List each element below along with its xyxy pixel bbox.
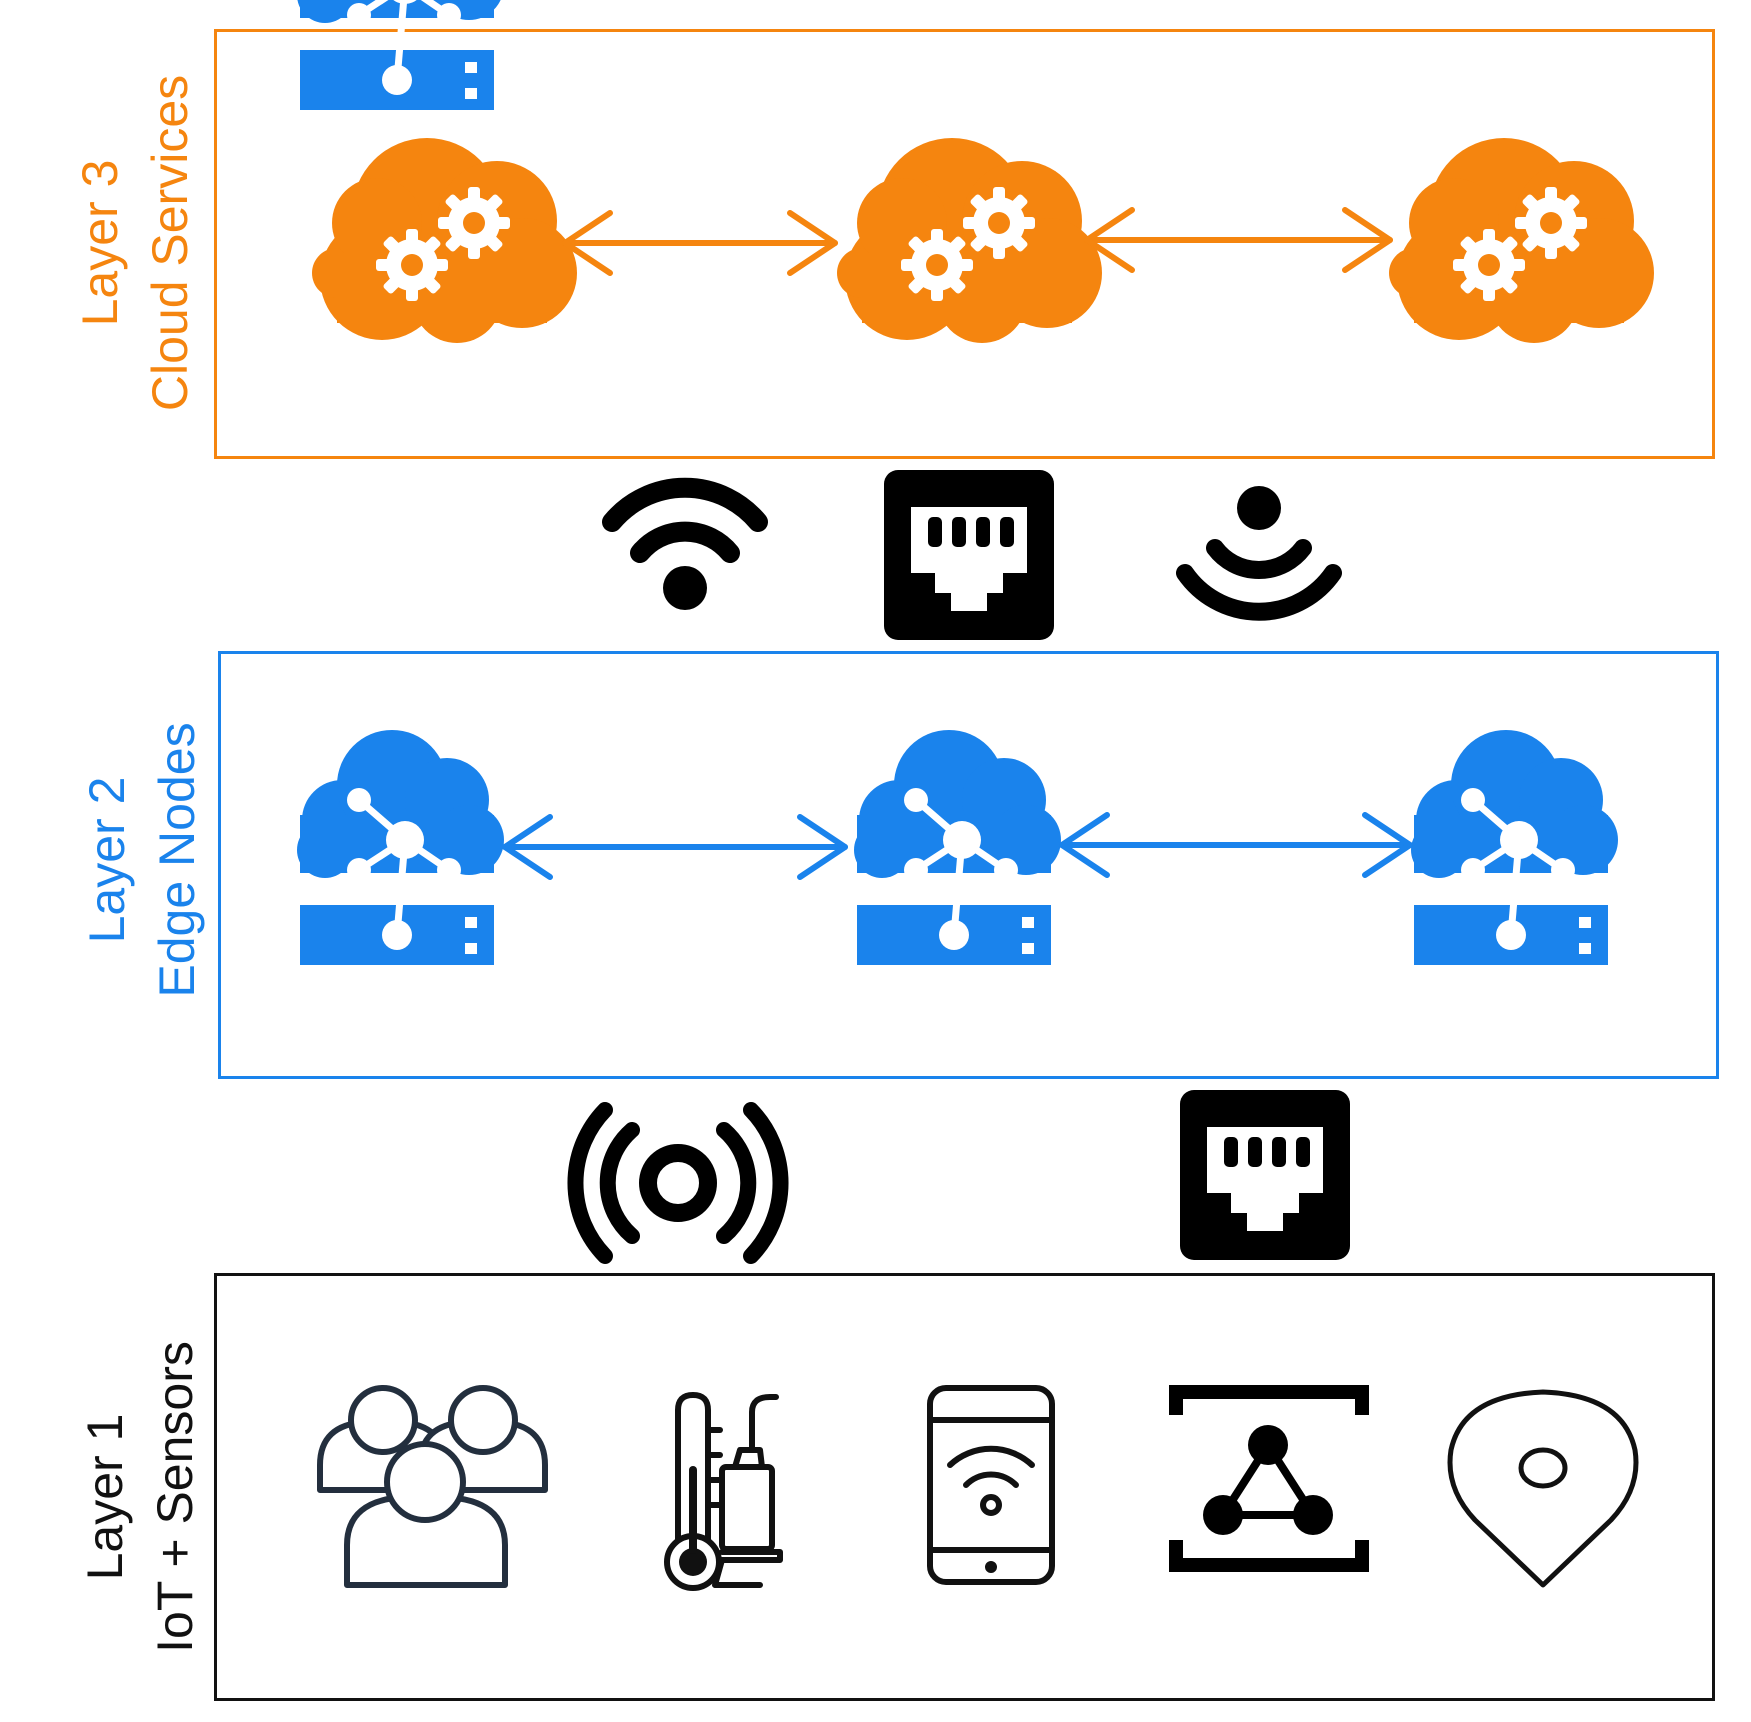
- users-icon: [317, 1385, 548, 1588]
- location-pin-icon: [1447, 1389, 1639, 1588]
- cloud-link-arrow: [562, 210, 838, 276]
- thermometer-sensor-icon: [664, 1392, 783, 1591]
- edge-server-icon: [1411, 730, 1618, 965]
- cloud-gear-icon: [1389, 138, 1654, 343]
- layer-2-box: [218, 651, 1719, 1079]
- layer-3-box: [214, 29, 1715, 459]
- layer-1-box: [214, 1273, 1715, 1701]
- wireless-signal-icon: [1176, 486, 1342, 621]
- cloud-gear-icon: [312, 138, 577, 343]
- edge-server-icon: [297, 0, 504, 110]
- wifi-icon: [602, 477, 768, 610]
- ethernet-port-icon: [1180, 1090, 1350, 1260]
- network-hub-icon: [1169, 1385, 1369, 1572]
- edge-link-arrow: [1059, 812, 1413, 878]
- mobile-wifi-icon: [927, 1385, 1055, 1585]
- cloud-gear-icon: [837, 138, 1102, 343]
- cloud-link-arrow: [1084, 207, 1393, 273]
- radio-broadcast-icon: [567, 1102, 789, 1264]
- edge-server-icon: [297, 730, 504, 965]
- edge-server-icon: [854, 730, 1061, 965]
- ethernet-port-icon: [884, 470, 1054, 640]
- edge-link-arrow: [502, 814, 848, 880]
